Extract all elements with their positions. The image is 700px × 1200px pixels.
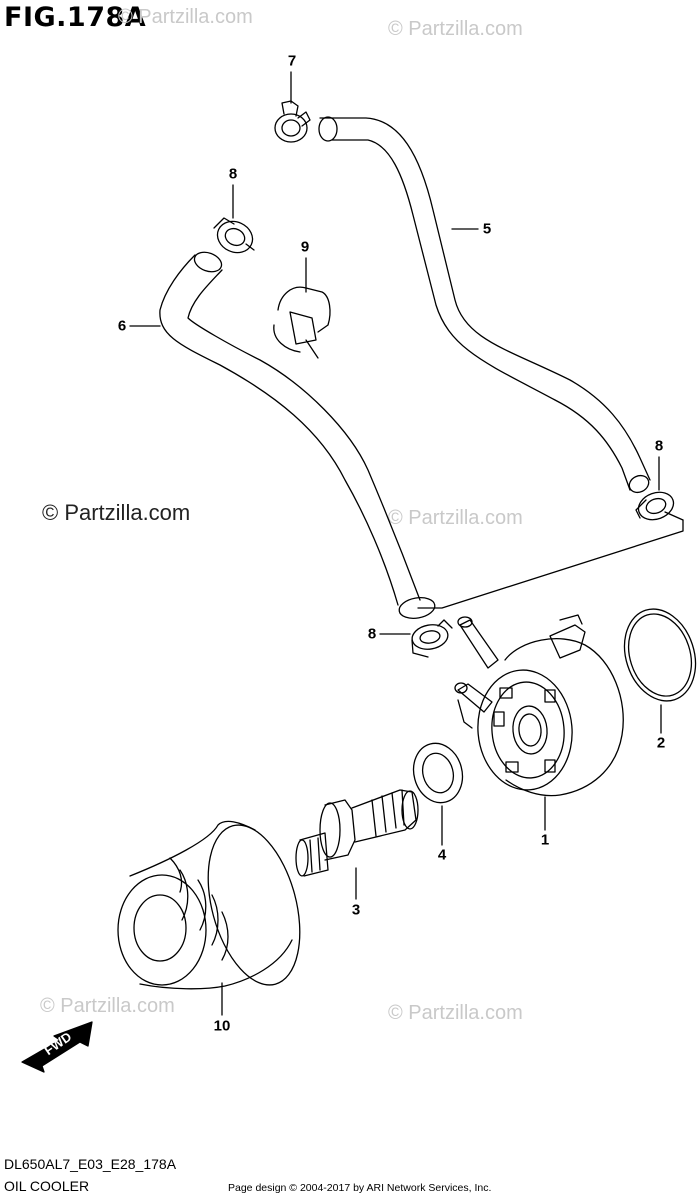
callout-3: 3 [351, 901, 361, 919]
fwd-arrow [21, 1021, 93, 1073]
watermark: © Partzilla.com [388, 18, 523, 40]
figure-name: OIL COOLER [4, 1178, 90, 1194]
oil-cooler [454, 614, 624, 797]
callout-2: 2 [656, 734, 666, 752]
clamp-7 [274, 100, 311, 143]
clamp-8-bottom [411, 619, 453, 658]
watermark: © Partzilla.com [388, 507, 523, 529]
washer-4 [412, 742, 464, 804]
callout-8: 8 [654, 437, 664, 455]
oil-filter-10 [117, 820, 301, 990]
callout-8: 8 [367, 625, 377, 643]
watermark: © Partzilla.com [118, 6, 253, 28]
watermark: © Partzilla.com [388, 1002, 523, 1024]
union-bolt-3 [295, 789, 419, 877]
clamp-9 [273, 286, 331, 359]
callout-6: 6 [117, 317, 127, 335]
leader-lines [129, 71, 684, 1016]
callout-1: 1 [540, 831, 550, 849]
copyright-text: Page design © 2004-2017 by ARI Network S… [228, 1182, 492, 1194]
watermark: © Partzilla.com [40, 995, 175, 1017]
clamp-8-right [635, 491, 675, 521]
hose-6 [159, 251, 436, 619]
callout-5: 5 [482, 220, 492, 238]
figure-code: DL650AL7_E03_E28_178A [4, 1156, 177, 1172]
callout-9: 9 [300, 238, 310, 256]
callout-4: 4 [437, 846, 447, 864]
figure-title: FIG.178A [4, 2, 147, 33]
callout-7: 7 [287, 52, 297, 70]
hose-5 [318, 116, 651, 494]
callout-8: 8 [228, 165, 238, 183]
callout-10: 10 [213, 1017, 231, 1035]
o-ring-2 [623, 608, 697, 702]
watermark-main: © Partzilla.com [42, 500, 191, 525]
clamp-8-top [213, 217, 255, 254]
